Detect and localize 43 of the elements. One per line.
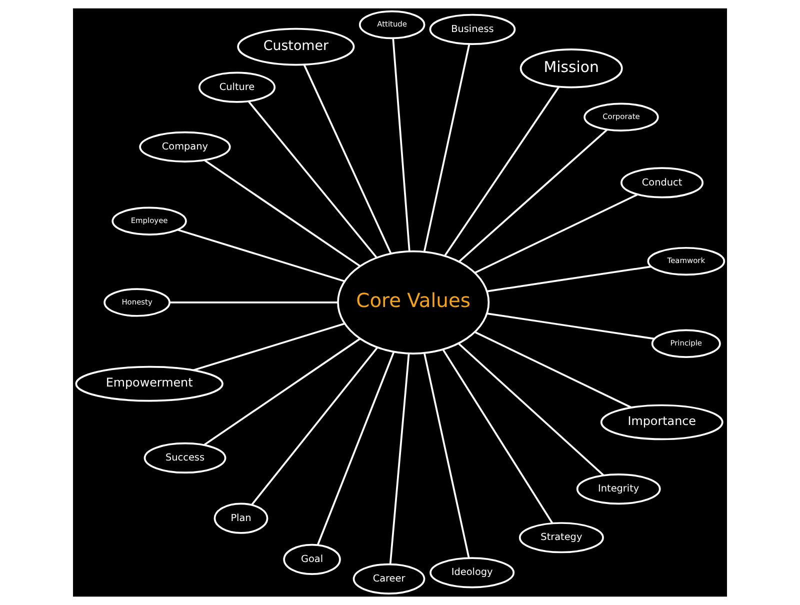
connector [423, 353, 470, 558]
node-ellipse: Principle [651, 329, 721, 358]
node-ellipse: Culture [198, 72, 276, 103]
node-ellipse: Goal [283, 544, 341, 576]
node-ellipse: Importance [600, 404, 724, 440]
connector [474, 331, 632, 408]
connector [192, 322, 345, 372]
connector [251, 346, 378, 506]
node-ellipse: Career [352, 563, 426, 594]
connector [389, 353, 410, 564]
connector [204, 160, 361, 267]
node-ellipse: Mission [520, 48, 623, 88]
node-ellipse: Integrity [576, 473, 661, 505]
connector [248, 100, 378, 258]
node-ellipse: Employee [112, 206, 187, 236]
connector [474, 194, 638, 274]
connector [442, 348, 554, 524]
node-ellipse: Conduct [620, 167, 704, 198]
node-ellipse: Corporate [584, 102, 659, 132]
connector [392, 38, 410, 252]
node-ellipse: Business [429, 14, 516, 45]
connector [170, 301, 338, 304]
connector [487, 312, 655, 340]
node-ellipse: Strategy [518, 522, 604, 554]
node-ellipse: Teamwork [647, 246, 726, 276]
node-ellipse: Company [139, 131, 231, 162]
connector [423, 44, 470, 252]
node-ellipse: Customer [237, 28, 355, 66]
node-ellipse: Success [144, 442, 226, 474]
connector [487, 266, 652, 292]
node-ellipse: Empowerment [75, 366, 224, 402]
connector [177, 228, 345, 282]
connector [204, 338, 361, 446]
connector [444, 86, 560, 256]
node-ellipse: Honesty [104, 288, 170, 317]
node-ellipse: Attitude [358, 10, 426, 40]
node-ellipse: Plan [214, 502, 268, 534]
connector [458, 342, 604, 476]
node-ellipse: Ideology [430, 557, 515, 588]
connector [458, 129, 608, 262]
connector [303, 64, 392, 254]
node-ellipse: Core Values [337, 250, 490, 354]
connector [316, 352, 395, 546]
